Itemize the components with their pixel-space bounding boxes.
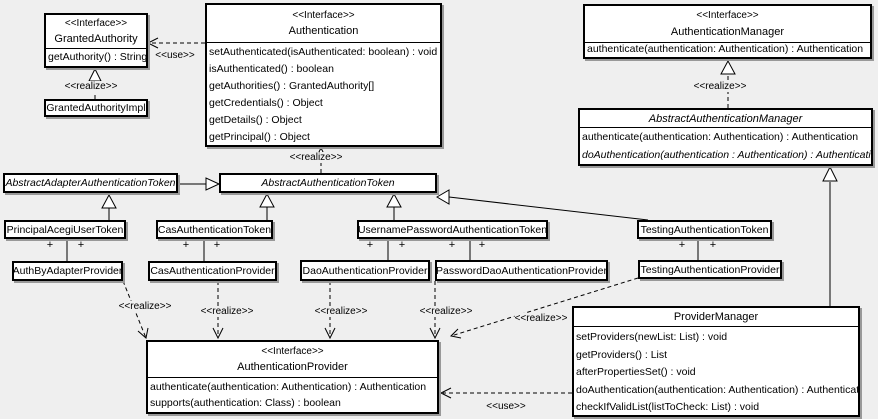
class-testing-authentication-token[interactable]: TestingAuthenticationToken xyxy=(637,220,772,239)
use-label: <<use>> xyxy=(155,50,195,61)
class-method: doAuthentication(authentication: Authent… xyxy=(576,383,858,396)
class-method: setProviders(newList: List) : void xyxy=(576,331,728,343)
class-abstract-authentication-token[interactable]: AbstractAuthenticationToken xyxy=(219,173,437,193)
association-end-label: + xyxy=(182,239,190,251)
realize-label: <<realize>> xyxy=(514,313,568,324)
class-authentication[interactable]: <<Interface>> Authentication setAuthenti… xyxy=(205,3,442,147)
extends-edge-casauthenticationtoken xyxy=(259,192,275,220)
class-method: authenticate(authentication: Authenticat… xyxy=(582,131,859,143)
class-method: checkIfValidList(listToCheck: List) : vo… xyxy=(576,401,760,413)
class-granted-authority[interactable]: <<Interface>> GrantedAuthority getAuthor… xyxy=(44,13,148,68)
association-end-label: + xyxy=(366,239,374,251)
class-title: CasAuthenticationToken xyxy=(157,223,272,236)
use-edge-providermanager-to-authenticationprovider xyxy=(439,387,572,399)
use-label: <<use>> xyxy=(486,401,526,412)
class-dao-authentication-provider[interactable]: DaoAuthenticationProvider xyxy=(300,260,430,281)
use-edge-authentication-to-grantedauthority xyxy=(146,37,205,49)
class-abstract-adapter-authentication-token[interactable]: AbstractAdapterAuthenticationToken xyxy=(3,173,178,193)
realize-label: <<realize>> xyxy=(200,306,254,317)
class-title: TestingAuthenticationToken xyxy=(640,223,769,236)
class-method: authenticate(authentication: Authenticat… xyxy=(587,43,864,55)
association-end-label: + xyxy=(398,239,406,251)
association-end-label: + xyxy=(213,239,221,251)
class-cas-authentication-token[interactable]: CasAuthenticationToken xyxy=(156,220,273,239)
class-method: getProviders() : List xyxy=(576,348,668,361)
extends-edge-principalacegiusertoken xyxy=(101,193,117,220)
class-method: getDetails() : Object xyxy=(209,114,302,126)
class-title: PasswordDaoAuthenticationProvider xyxy=(436,264,608,277)
association-end-label: + xyxy=(709,239,717,251)
class-authentication-manager[interactable]: <<Interface>> AuthenticationManager auth… xyxy=(583,4,872,59)
class-method: setAuthenticated(isAuthenticated: boolea… xyxy=(209,46,438,58)
association-end-label: + xyxy=(77,239,85,251)
class-method: authenticate(authentication: Authenticat… xyxy=(150,381,427,393)
class-title: CasAuthenticationProvider xyxy=(150,265,275,277)
class-title: AuthByAdapterProvider xyxy=(12,265,123,277)
association-end-label: + xyxy=(448,239,456,251)
class-title: GrantedAuthority xyxy=(54,32,138,45)
class-title: ProviderManager xyxy=(673,311,759,323)
stereotype: <<Interface>> xyxy=(696,10,759,22)
class-method: getPrincipal() : Object xyxy=(209,131,310,143)
realize-label: <<realize>> xyxy=(693,81,747,92)
class-title: PrincipalAcegiUserToken xyxy=(6,223,124,236)
class-method: isAuthenticated() : boolean xyxy=(209,63,334,75)
class-title: AuthenticationManager xyxy=(670,25,785,38)
extends-edge-testingauthenticationtoken xyxy=(436,189,649,221)
class-authentication-provider[interactable]: <<Interface>> AuthenticationProvider aut… xyxy=(146,340,439,414)
association-end-label: + xyxy=(478,239,486,251)
realize-label: <<realize>> xyxy=(118,301,172,312)
class-password-dao-authentication-provider[interactable]: PasswordDaoAuthenticationProvider xyxy=(435,260,608,281)
extends-edge-abstractadaptertoken-to-abstracttoken xyxy=(178,177,221,191)
class-title: AbstractAuthenticationToken xyxy=(261,177,395,189)
class-title: Authentication xyxy=(288,25,359,38)
class-title: AbstractAuthenticationManager xyxy=(648,112,803,125)
class-auth-by-adapter-provider[interactable]: AuthByAdapterProvider xyxy=(12,261,123,281)
class-title: TestingAuthenticationProvider xyxy=(640,263,780,276)
class-username-password-authentication-token[interactable]: UsernamePasswordAuthenticationToken xyxy=(357,220,548,239)
class-principal-acegi-user-token[interactable]: PrincipalAcegiUserToken xyxy=(4,220,126,239)
stereotype: <<Interface>> xyxy=(292,9,355,21)
class-title: GrantedAuthorityImpl xyxy=(46,102,146,114)
association-end-label: + xyxy=(46,239,54,251)
class-method: getAuthority() : String xyxy=(48,51,146,63)
class-method: doAuthentication(authentication : Authen… xyxy=(582,149,871,161)
class-granted-authority-impl[interactable]: GrantedAuthorityImpl xyxy=(44,99,148,117)
class-method: afterPropertiesSet() : void xyxy=(576,366,696,378)
class-abstract-authentication-manager[interactable]: AbstractAuthenticationManager authentica… xyxy=(578,108,873,166)
class-title: DaoAuthenticationProvider xyxy=(302,264,428,277)
realize-label: <<realize>> xyxy=(419,306,473,317)
stereotype: <<Interface>> xyxy=(261,346,324,357)
class-method: supports(authentication: Class) : boolea… xyxy=(150,397,341,409)
extends-edge-usernamepasswordtoken xyxy=(386,192,402,220)
class-testing-authentication-provider[interactable]: TestingAuthenticationProvider xyxy=(638,260,782,279)
class-title: AbstractAdapterAuthenticationToken xyxy=(5,177,176,189)
realize-label: <<realize>> xyxy=(289,152,343,163)
association-end-label: + xyxy=(678,239,686,251)
class-title: UsernamePasswordAuthenticationToken xyxy=(357,223,548,236)
class-method: getAuthorities() : GrantedAuthority[] xyxy=(209,80,375,92)
class-cas-authentication-provider[interactable]: CasAuthenticationProvider xyxy=(148,261,277,281)
stereotype: <<Interface>> xyxy=(64,18,128,30)
realize-label: <<realize>> xyxy=(314,306,368,317)
class-method: getCredentials() : Object xyxy=(209,97,323,109)
class-title: AuthenticationProvider xyxy=(237,361,348,373)
class-provider-manager[interactable]: ProviderManager setProviders(newList: Li… xyxy=(572,306,860,417)
extends-edge-providermanager-to-abstractauthenticationmanager xyxy=(822,165,838,306)
realize-label: <<realize>> xyxy=(64,81,118,92)
